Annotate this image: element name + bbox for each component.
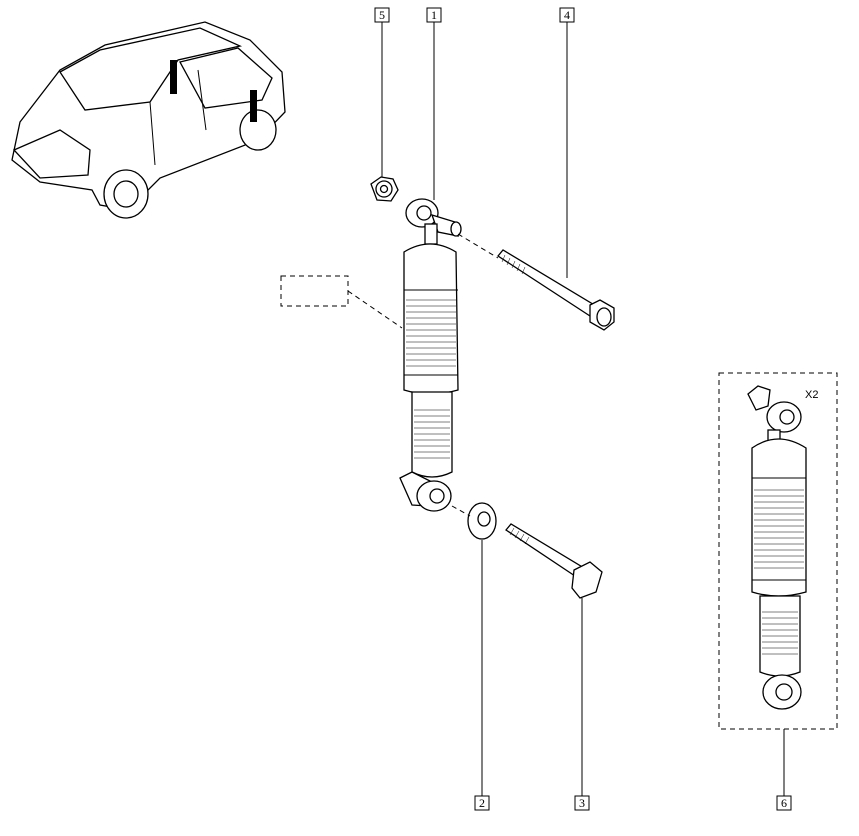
- bolt-part-4: [457, 233, 615, 331]
- lower-body-ribs: [414, 409, 450, 459]
- callout-6[interactable]: 6: [776, 795, 792, 811]
- callout-5[interactable]: 5: [374, 7, 390, 23]
- upper-body-ribs: [406, 299, 456, 367]
- svg-text:5: 5: [379, 8, 385, 22]
- rear-shock-marker: [250, 90, 257, 122]
- callout-4[interactable]: 4: [559, 7, 575, 23]
- svg-text:3: 3: [579, 796, 585, 810]
- svg-text:4: 4: [564, 8, 570, 22]
- kit-bushing: [747, 385, 802, 433]
- callout-3[interactable]: 3: [574, 795, 590, 811]
- svg-text:2: 2: [479, 796, 485, 810]
- svg-text:6: 6: [781, 796, 787, 810]
- kit-shock-absorber: [751, 429, 807, 710]
- kit-box: [718, 372, 838, 730]
- front-shock-marker: [170, 60, 177, 94]
- placeholder-box: [280, 275, 349, 307]
- bolt-part-3: [451, 505, 603, 599]
- kit-quantity: X2: [805, 389, 818, 401]
- nut-part-5: [370, 176, 399, 202]
- callout-2[interactable]: 2: [474, 795, 490, 811]
- vehicle-location-car-icon: [11, 21, 286, 219]
- shock-absorber-part-1: [399, 198, 462, 512]
- svg-text:1: 1: [431, 8, 437, 22]
- washer-part-2: [467, 502, 497, 540]
- placeholder-leader: [347, 290, 403, 329]
- callout-1[interactable]: 1: [426, 7, 442, 23]
